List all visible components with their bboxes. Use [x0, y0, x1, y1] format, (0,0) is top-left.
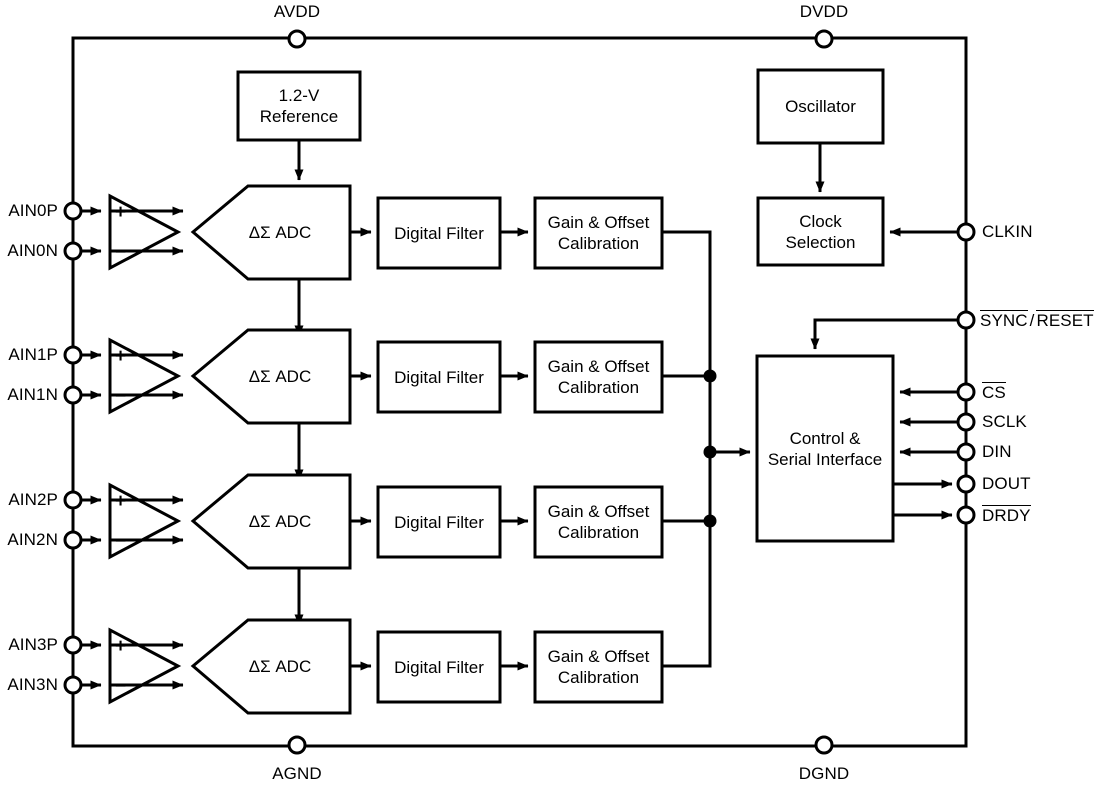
pin-circle-ain1p [63, 345, 83, 365]
oscillator-box [756, 68, 885, 145]
label-ain0n: AIN0N [7, 241, 58, 260]
pin-circle-ain2p [63, 490, 83, 510]
pin-circle-sclk [956, 412, 976, 432]
pin-circle-dgnd [814, 735, 834, 755]
label-cs-text: CS [982, 382, 1006, 402]
amp-plus-1: + [115, 346, 127, 367]
supply-pin-circles [287, 29, 834, 755]
amp-minus-3: − [115, 676, 127, 697]
pin-circle-drdy [956, 505, 976, 525]
reference-box [236, 70, 362, 142]
label-ain2n: AIN2N [7, 530, 58, 549]
adc-3 [190, 618, 352, 715]
gain-offset-1 [533, 340, 664, 414]
amp-plus-2: + [115, 491, 127, 512]
gain-offset-3 [533, 630, 664, 704]
pin-circle-ain0p [63, 201, 83, 221]
pin-circle-clkin [956, 222, 976, 242]
control-serial-box [755, 354, 895, 543]
clock-group [756, 68, 959, 267]
pin-circle-sync-reset [956, 310, 976, 330]
label-reset: RESET [1036, 310, 1094, 330]
analog-pin-circles [63, 201, 83, 695]
pin-circle-ain2n [63, 530, 83, 550]
channel-2 [80, 473, 710, 626]
digital-pin-circles [956, 222, 976, 525]
adc-2 [190, 473, 352, 570]
label-agnd: AGND [272, 764, 322, 783]
digital-filter-1 [376, 340, 502, 414]
label-dgnd: DGND [798, 764, 850, 783]
label-din: DIN [982, 442, 1012, 461]
pin-circle-agnd [287, 735, 307, 755]
channel-3 [80, 452, 712, 715]
pin-circle-ain3p [63, 635, 83, 655]
label-drdy-text: DRDY [982, 505, 1031, 525]
label-ain1n: AIN1N [7, 385, 58, 404]
pin-circle-ain0n [63, 241, 83, 261]
adc-1 [190, 328, 352, 425]
adc-0 [190, 184, 352, 281]
label-clkin: CLKIN [982, 222, 1033, 241]
pin-circle-din [956, 442, 976, 462]
label-ain3n: AIN3N [7, 675, 58, 694]
amp-minus-1: − [115, 386, 127, 407]
pin-circle-ain1n [63, 385, 83, 405]
label-dvdd: DVDD [799, 2, 849, 21]
pin-circle-ain3n [63, 675, 83, 695]
label-ain0p: AIN0P [8, 201, 58, 220]
channel-1 [80, 328, 710, 481]
channel-0 [80, 184, 712, 452]
pin-circle-dout [956, 474, 976, 494]
amp-plus-3: + [115, 636, 127, 657]
bus-junction-dots [703, 369, 717, 528]
amp-plus-0: + [115, 202, 127, 223]
reference-group [236, 70, 362, 181]
label-ain1p: AIN1P [8, 345, 58, 364]
label-sync: SYNC [980, 310, 1028, 330]
label-ain2p: AIN2P [8, 490, 58, 509]
pin-circle-avdd [287, 29, 307, 49]
label-avdd: AVDD [273, 2, 321, 21]
label-ain3p: AIN3P [8, 635, 58, 654]
pin-circle-dvdd [814, 29, 834, 49]
gain-offset-0 [533, 196, 664, 270]
control-group [755, 318, 959, 543]
label-cs: CS [982, 382, 1006, 402]
amp-minus-0: − [115, 242, 127, 263]
clock-selection-box [756, 196, 885, 267]
label-sync-reset: SYNC/RESET [980, 310, 1094, 330]
digital-filter-0 [376, 196, 502, 270]
label-drdy: DRDY [982, 505, 1031, 525]
digital-filter-2 [376, 485, 502, 559]
label-sclk: SCLK [982, 412, 1027, 431]
label-sync-separator: / [1029, 311, 1035, 330]
digital-filter-3 [376, 630, 502, 704]
pin-circle-cs [956, 382, 976, 402]
amp-minus-2: − [115, 531, 127, 552]
label-dout: DOUT [982, 474, 1031, 493]
gain-offset-2 [533, 485, 664, 559]
